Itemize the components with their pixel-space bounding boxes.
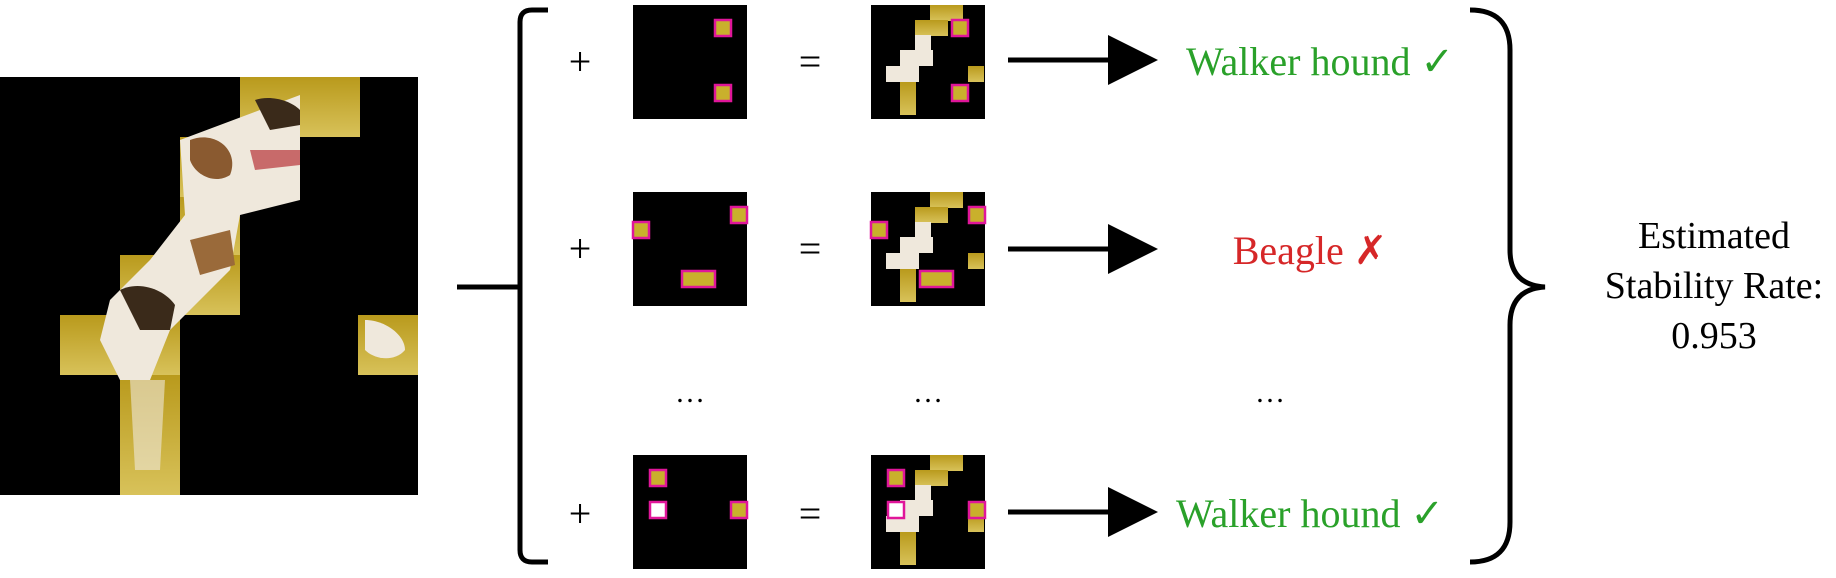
source-masked-image: [0, 77, 418, 495]
dog-figure: [100, 95, 405, 470]
prediction-label: Walker hound ✓: [1186, 39, 1454, 84]
equals-sign: =: [799, 39, 822, 84]
equals-sign: =: [799, 226, 822, 271]
result-line-1: Estimated: [1638, 215, 1790, 257]
row-1: + = Walker hound ✓: [569, 5, 1454, 119]
prediction-label: Beagle ✗: [1233, 228, 1388, 273]
ellipsis: …: [1255, 376, 1285, 409]
right-brace: [1469, 7, 1546, 565]
equals-sign: =: [799, 491, 822, 536]
ellipsis: …: [675, 376, 705, 409]
plus-sign: +: [569, 491, 592, 536]
stability-result: Estimated Stability Rate: 0.953: [1605, 215, 1823, 357]
left-bracket: [457, 7, 548, 565]
perturbation-mask-1: [633, 5, 747, 119]
perturbation-mask-2: [631, 192, 749, 306]
ellipsis-row: … … …: [675, 376, 1285, 409]
combined-image-3: [871, 455, 987, 569]
plus-sign: +: [569, 226, 592, 271]
row-3: + = Walker hound ✓: [569, 455, 1444, 569]
plus-sign: +: [569, 39, 592, 84]
ellipsis: …: [913, 376, 943, 409]
stability-rate-value: 0.953: [1671, 315, 1757, 357]
row-2: + = Beagle ✗: [569, 192, 1388, 306]
prediction-label: Walker hound ✓: [1176, 491, 1444, 536]
perturbation-mask-3: [633, 455, 749, 569]
result-line-2: Stability Rate:: [1605, 265, 1823, 307]
combined-image-1: [871, 5, 985, 119]
combined-image-2: [869, 192, 987, 306]
